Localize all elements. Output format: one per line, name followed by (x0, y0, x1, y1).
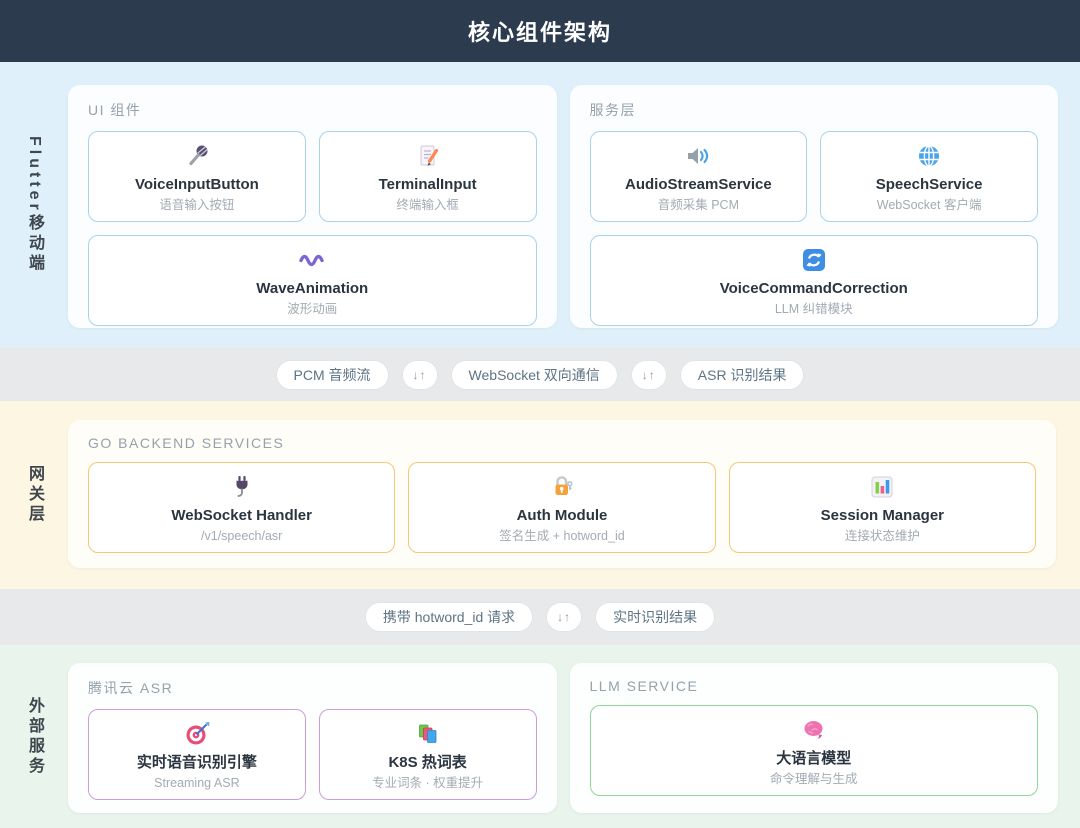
plug-icon (228, 471, 256, 503)
flow-pill: ASR 识别结果 (679, 359, 805, 390)
brain-icon (800, 714, 828, 746)
memo-icon (414, 140, 442, 172)
microphone-icon (183, 140, 211, 172)
card-title: Session Manager (820, 507, 945, 524)
card-title: AudioStreamService (625, 176, 772, 193)
card-subtitle: 波形动画 (287, 301, 338, 316)
card-title: VoiceCommandCorrection (719, 280, 908, 297)
lock-icon (548, 471, 576, 503)
card-title: Auth Module (516, 507, 608, 524)
card-title: TerminalInput (378, 176, 477, 193)
updown-arrows-pill: ↓↑ (630, 359, 667, 390)
panel-go-backend-services: GO BACKEND SERVICES WebSocket Handler (68, 420, 1056, 568)
connector-band-2: 携带 hotword_id 请求 ↓↑ 实时识别结果 (0, 589, 1080, 645)
card-k8s-hotword-list: K8S 热词表 专业词条 · 权重提升 (318, 709, 537, 800)
card-title: K8S 热词表 (388, 754, 467, 771)
layer-external-services: 外部服务 腾讯云 ASR (0, 645, 1080, 828)
card-auth-module: Auth Module 签名生成 + hotword_id (408, 462, 716, 553)
card-title: WaveAnimation (256, 280, 369, 297)
card-subtitle: 命令理解与生成 (769, 771, 858, 786)
card-subtitle: LLM 纠错模块 (774, 301, 853, 316)
card-speech-service: SpeechService WebSocket 客户端 (820, 131, 1038, 222)
card-title: SpeechService (875, 176, 983, 193)
panel-title: LLM SERVICE (589, 678, 699, 694)
panel-service-layer: 服务层 AudioStreamService 音频采集 PCM (569, 85, 1058, 328)
panel-title: 服务层 (589, 102, 636, 118)
card-subtitle: /v1/speech/asr (201, 528, 283, 543)
card-websocket-handler: WebSocket Handler /v1/speech/asr (88, 462, 396, 553)
updown-arrows-pill: ↓↑ (401, 359, 438, 390)
panel-title: GO BACKEND SERVICES (88, 435, 285, 451)
page-title: 核心组件架构 (0, 0, 1080, 62)
card-subtitle: 专业词条 · 权重提升 (372, 775, 484, 790)
updown-arrows-pill: ↓↑ (546, 602, 583, 632)
globe-icon (915, 140, 943, 172)
card-voice-input-button: VoiceInputButton 语音输入按钮 (88, 131, 306, 222)
panel-llm-service: LLM SERVICE 大语言模型 命令理解与生成 (569, 663, 1058, 813)
refresh-icon (800, 244, 828, 276)
card-streaming-asr-engine: 实时语音识别引擎 Streaming ASR (88, 709, 306, 800)
card-subtitle: 音频采集 PCM (657, 197, 739, 212)
connector-band-1: PCM 音频流 ↓↑ WebSocket 双向通信 ↓↑ ASR 识别结果 (0, 348, 1080, 401)
card-terminal-input: TerminalInput 终端输入框 (318, 131, 537, 222)
panel-title: 腾讯云 ASR (88, 680, 174, 696)
card-large-language-model: 大语言模型 命令理解与生成 (589, 705, 1038, 796)
card-subtitle: 签名生成 + hotword_id (499, 528, 625, 543)
card-subtitle: 连接状态维护 (844, 528, 920, 543)
card-title: WebSocket Handler (171, 507, 312, 524)
card-subtitle: 语音输入按钮 (159, 197, 235, 212)
bar-chart-icon (868, 471, 896, 503)
layer-label-flutter: Flutter移动端 (26, 136, 43, 274)
panel-title: UI 组件 (88, 102, 142, 118)
target-icon (183, 718, 211, 750)
panel-ui-components: UI 组件 VoiceInputButton 语音输入按钮 (68, 85, 557, 328)
panel-tencent-asr: 腾讯云 ASR 实 (68, 663, 557, 813)
flow-pill: 实时识别结果 (595, 602, 716, 632)
card-title: 大语言模型 (776, 750, 852, 767)
card-title: VoiceInputButton (134, 176, 259, 193)
layer-label-gateway: 网关层 (26, 465, 43, 525)
flow-pill: WebSocket 双向通信 (450, 359, 618, 390)
layer-flutter-mobile: Flutter移动端 UI 组件 (0, 62, 1080, 348)
layer-label-external: 外部服务 (26, 696, 43, 777)
card-subtitle: Streaming ASR (154, 775, 240, 790)
flow-pill: 携带 hotword_id 请求 (364, 602, 534, 632)
card-audio-stream-service: AudioStreamService 音频采集 PCM (589, 131, 808, 222)
card-session-manager: Session Manager 连接状态维护 (728, 462, 1036, 553)
flow-pill: PCM 音频流 (275, 359, 389, 390)
card-subtitle: WebSocket 客户端 (876, 197, 982, 212)
layer-gateway: 网关层 GO BACKEND SERVICES (0, 401, 1080, 589)
card-voice-command-correction: VoiceCommandCorrection LLM 纠错模块 (589, 235, 1038, 326)
wave-icon (298, 244, 326, 276)
card-title: 实时语音识别引擎 (136, 754, 257, 771)
card-wave-animation: WaveAnimation 波形动画 (88, 235, 537, 326)
speaker-icon (684, 140, 712, 172)
card-subtitle: 终端输入框 (396, 197, 459, 212)
books-icon (414, 718, 442, 750)
